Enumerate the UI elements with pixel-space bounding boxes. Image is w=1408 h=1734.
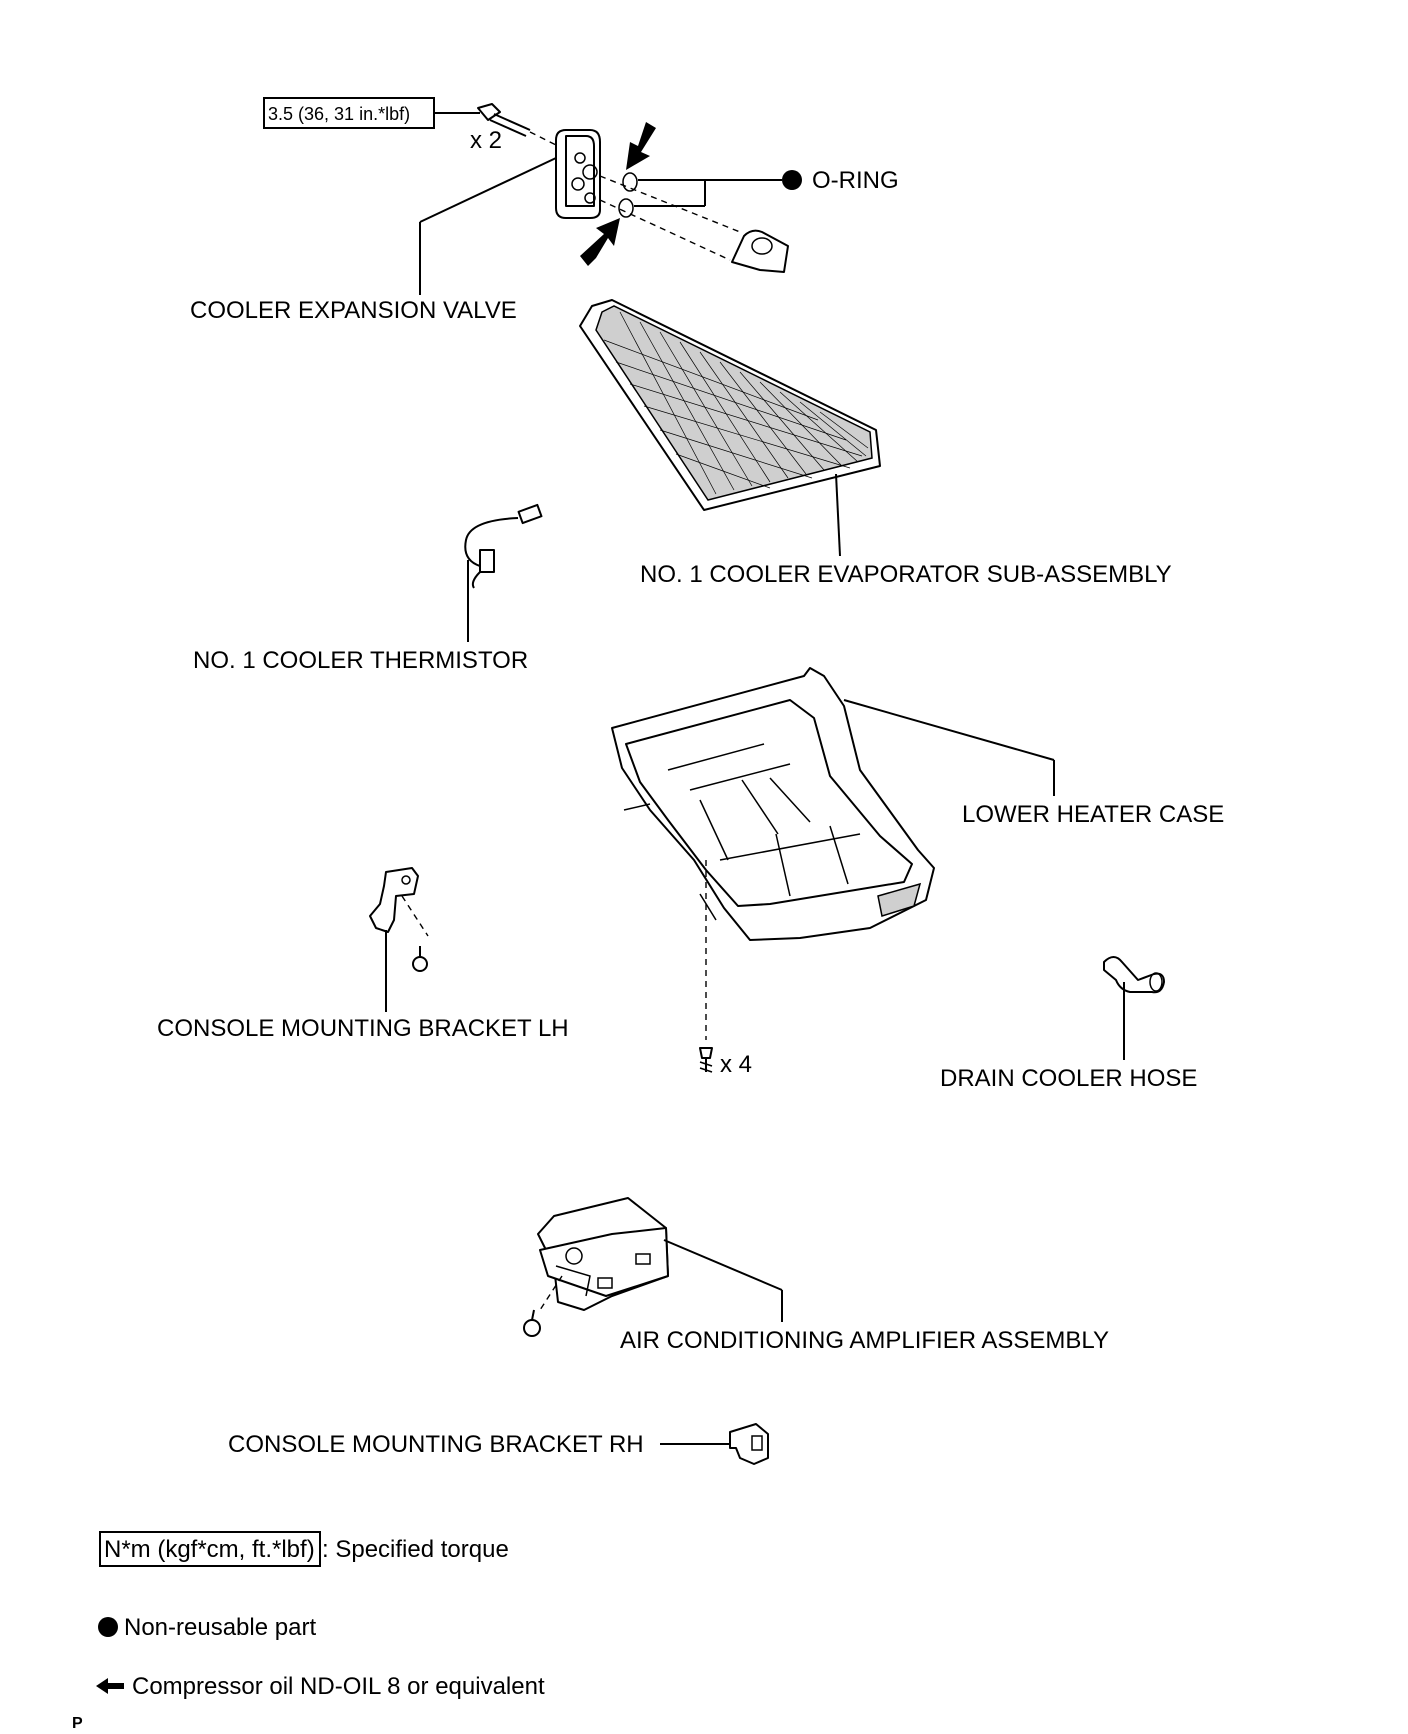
non-reusable-icon [98,1617,118,1637]
drain-cooler-hose [1103,956,1165,994]
torque-value: 3.5 (36, 31 in.*lbf) [268,104,410,124]
torque-callout: 3.5 (36, 31 in.*lbf) [263,97,480,129]
lower-heater-case [611,667,935,941]
console-mounting-bracket-lh [369,867,419,933]
thermistor-label: NO. 1 COOLER THERMISTOR [193,647,528,674]
screw-icon [699,1047,713,1073]
o-ring-label: O-RING [812,167,899,194]
cooler-expansion-valve [555,129,601,219]
cooler-evaporator [579,229,881,511]
screw-icon [412,946,428,972]
expansion-valve-label: COOLER EXPANSION VALVE [190,297,517,324]
torque-unit-box: N*m (kgf*cm, ft.*lbf) [104,1536,315,1563]
cooler-thermistor [464,503,543,589]
bracket-lh-label: CONSOLE MOUNTING BRACKET LH [157,1015,569,1042]
o-ring-icon [618,172,638,218]
bracket-rh-label: CONSOLE MOUNTING BRACKET RH [228,1431,644,1458]
screw-icon [523,1309,541,1337]
lower-heater-case-label: LOWER HEATER CASE [962,801,1224,828]
evaporator-fins [603,311,869,495]
non-reusable-icon [782,170,802,190]
oil-arrow-icon [626,122,656,170]
drain-hose-label: DRAIN COOLER HOSE [940,1065,1197,1092]
bolt-icon [477,103,531,137]
bolt-quantity: x 2 [470,127,502,154]
console-mounting-bracket-rh [729,1423,769,1465]
legend: N*m (kgf*cm, ft.*lbf) : Specified torque… [96,1531,545,1700]
footer-mark: P [72,1715,83,1732]
screw-quantity: x 4 [720,1051,752,1078]
evaporator-label: NO. 1 COOLER EVAPORATOR SUB-ASSEMBLY [640,561,1172,588]
non-reusable-legend-text: Non-reusable part [124,1614,316,1641]
air-conditioning-amplifier [537,1197,669,1311]
oil-arrow-icon [580,218,620,266]
torque-legend-text: : Specified torque [322,1536,509,1563]
oil-legend-text: Compressor oil ND-OIL 8 or equivalent [132,1673,545,1700]
oil-arrow-icon [96,1678,124,1694]
amplifier-label: AIR CONDITIONING AMPLIFIER ASSEMBLY [620,1327,1109,1354]
